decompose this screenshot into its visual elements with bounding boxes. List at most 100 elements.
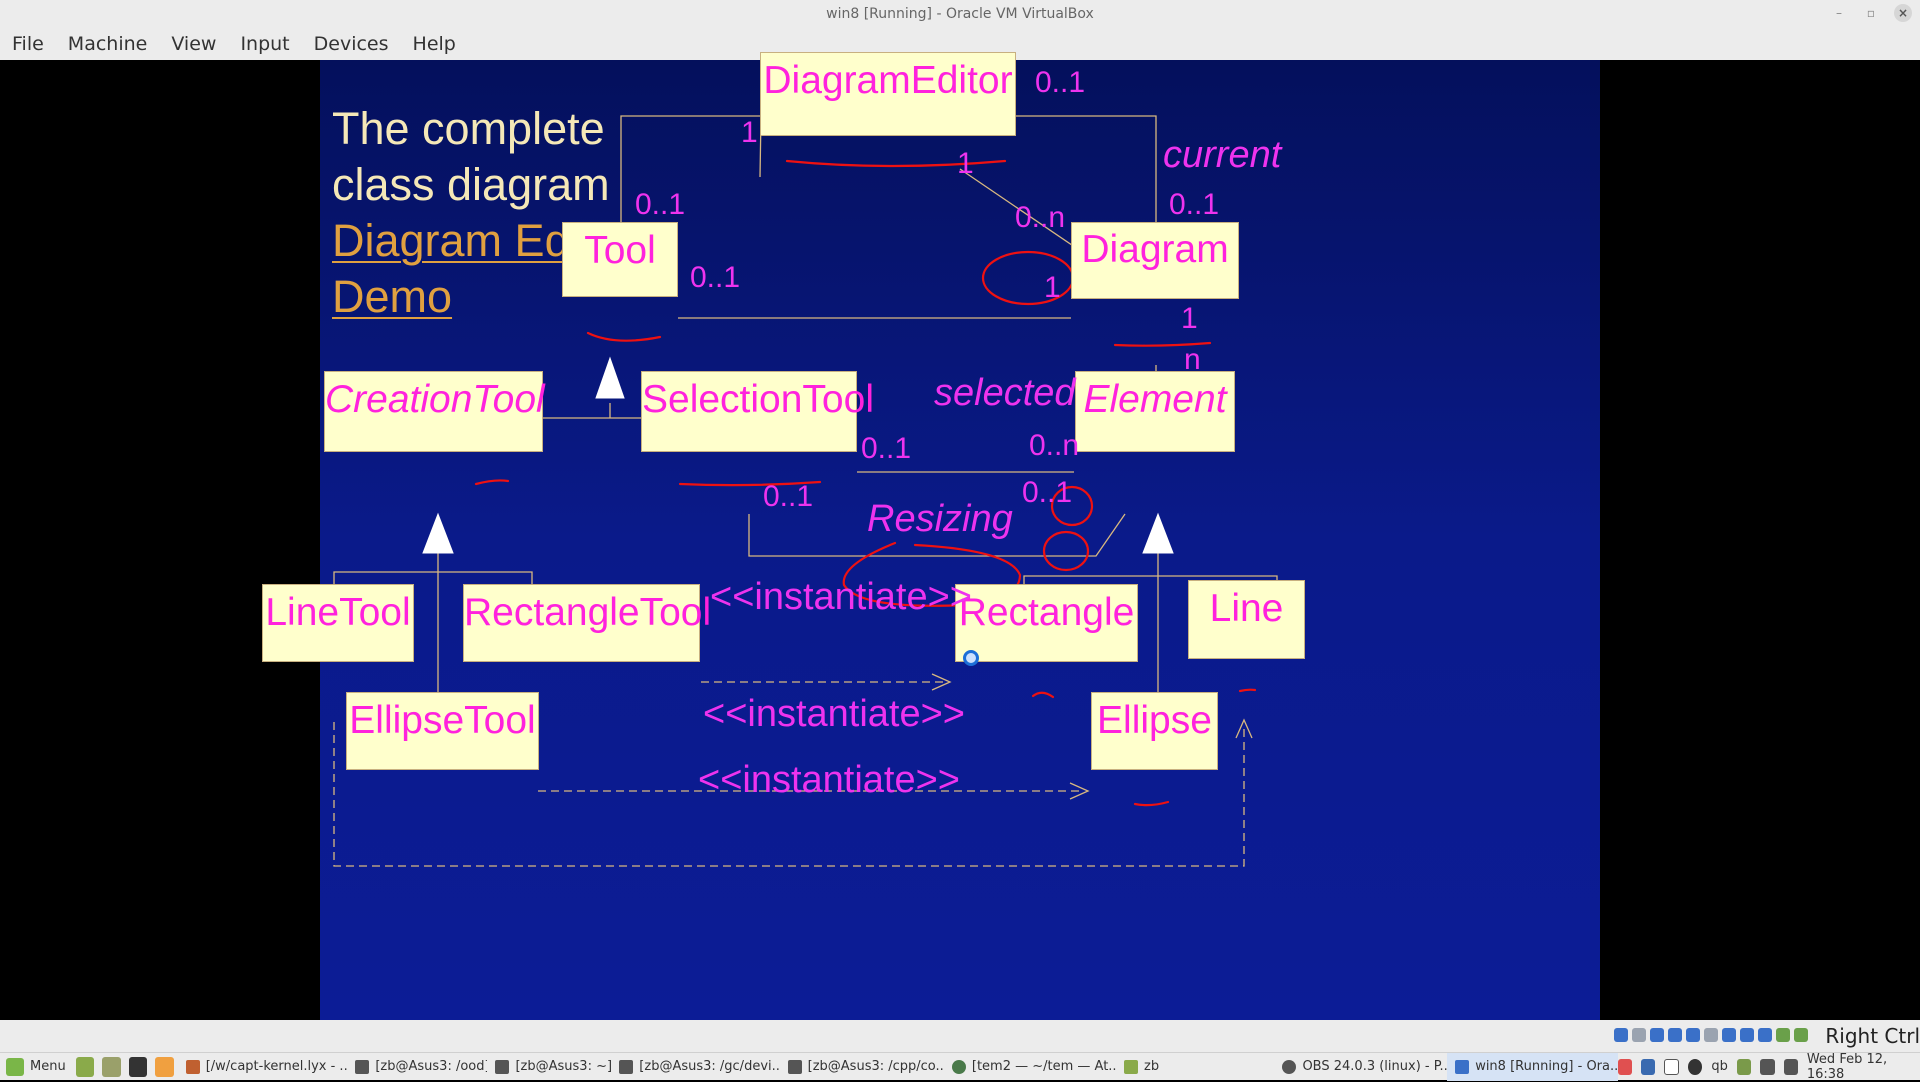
mult-diagram-top: 0..1: [1169, 188, 1220, 221]
demo-link[interactable]: Demo: [332, 271, 453, 322]
class-box-ellipse-tool: EllipseTool: [346, 692, 539, 770]
task-label: OBS 24.0.3 (linux) - P...: [1302, 1059, 1448, 1074]
keyboard-capture-icon[interactable]: [1794, 1028, 1808, 1042]
task-label: [zb@Asus3: /cpp/co...: [807, 1059, 944, 1074]
optical-drive-icon[interactable]: [1632, 1028, 1646, 1042]
mult-diagram-bottom: 1: [1181, 302, 1198, 335]
class-name: Diagram: [1081, 228, 1229, 271]
annot-underline-tool: [586, 331, 662, 342]
menu-machine[interactable]: Machine: [67, 33, 148, 55]
task-label: [zb@Asus3: /gc/devi...: [639, 1059, 780, 1074]
terminal-icon[interactable]: [128, 1056, 148, 1077]
obs-tray-icon[interactable]: [1688, 1058, 1703, 1075]
menu-view[interactable]: View: [171, 33, 217, 55]
task-terminal-cpp[interactable]: [zb@Asus3: /cpp/co...: [780, 1053, 944, 1081]
hard-disk-icon[interactable]: [1614, 1028, 1628, 1042]
menu-devices[interactable]: Devices: [313, 33, 389, 55]
obs-icon: [1282, 1059, 1297, 1074]
keyboard-layout-icon[interactable]: [1736, 1058, 1752, 1075]
menu-file[interactable]: File: [12, 33, 44, 55]
start-menu-button[interactable]: Menu: [0, 1057, 72, 1076]
window-titlebar: win8 [Running] - Oracle VM VirtualBox – …: [0, 0, 1920, 29]
display-icon[interactable]: [1722, 1028, 1736, 1042]
class-box-line-tool: LineTool: [262, 584, 414, 662]
assoc-editor-tool: [620, 115, 762, 269]
microphone-icon[interactable]: [1760, 1058, 1775, 1075]
dep-linetool-line: [333, 722, 1245, 867]
task-atom[interactable]: [tem2 — ~/tem — At...: [944, 1053, 1116, 1081]
annot-underline-line: [1238, 688, 1257, 693]
task-label: win8 [Running] - Ora...: [1475, 1059, 1618, 1074]
role-selected: selected: [934, 372, 1076, 414]
assoc-editor-diagram-current: [1016, 115, 1157, 270]
stereotype-instantiate-1: <<instantiate>>: [710, 576, 972, 618]
class-box-diagram: Diagram: [1071, 222, 1239, 299]
gen-triangle-element: [1142, 512, 1174, 554]
menu-input[interactable]: Input: [240, 33, 290, 55]
terminal-icon: [355, 1059, 370, 1074]
class-box-rectangle: Rectangle: [955, 584, 1138, 662]
usb-icon[interactable]: [1686, 1028, 1700, 1042]
heading-line-1: The complete: [332, 103, 605, 154]
menu-help[interactable]: Help: [412, 33, 456, 55]
class-name: DiagramEditor: [763, 59, 1013, 102]
class-name: LineTool: [265, 591, 411, 634]
mint-logo-icon: [6, 1057, 24, 1076]
class-box-diagram-editor: DiagramEditor: [760, 52, 1016, 136]
annot-underline-ellipse: [1133, 800, 1170, 807]
audio-icon[interactable]: [1650, 1028, 1664, 1042]
role-resizing: Resizing: [867, 498, 1013, 540]
shared-folders-icon[interactable]: [1704, 1028, 1718, 1042]
class-box-line: Line: [1188, 580, 1305, 659]
class-name: Ellipse: [1097, 699, 1212, 742]
class-box-ellipse: Ellipse: [1091, 692, 1218, 770]
task-lyx[interactable]: [/w/capt-kernel.lyx - ...: [178, 1053, 347, 1081]
task-terminal-ood[interactable]: [zb@Asus3: /ood]: [347, 1053, 487, 1081]
mult-selection-right: 0..1: [861, 432, 912, 465]
annot-circle-elem-01: [1042, 530, 1090, 572]
maximize-button[interactable]: ▫: [1866, 6, 1876, 20]
class-name: RectangleTool: [464, 591, 712, 634]
display-tray-icon[interactable]: [1664, 1058, 1680, 1075]
tray-app-icon[interactable]: [1617, 1058, 1633, 1075]
assoc-resizing: [748, 513, 1126, 557]
role-current: current: [1163, 134, 1282, 176]
volume-icon[interactable]: [1783, 1058, 1798, 1075]
mouse-integration-icon[interactable]: [1776, 1028, 1790, 1042]
annot-underline-diagram: [1113, 341, 1212, 347]
annot-underline-diagrameditor: [785, 159, 1007, 168]
task-obs[interactable]: OBS 24.0.3 (linux) - P...: [1274, 1053, 1447, 1081]
mult-editor-diag: 1: [957, 147, 974, 180]
task-label: zb: [1144, 1059, 1160, 1074]
minimize-button[interactable]: –: [1836, 6, 1842, 20]
presentation-slide: [320, 60, 1600, 1020]
clock[interactable]: Wed Feb 12, 16:38: [1806, 1051, 1888, 1082]
close-button[interactable]: ×: [1894, 4, 1912, 22]
task-label: [zb@Asus3: ~]: [515, 1059, 612, 1074]
mult-element-n: n: [1184, 343, 1201, 376]
file-manager-icon[interactable]: [102, 1056, 121, 1077]
app-launcher-icon[interactable]: [155, 1056, 174, 1077]
atom-icon: [951, 1059, 966, 1074]
tray-qb[interactable]: qb: [1711, 1059, 1728, 1074]
task-virtualbox[interactable]: win8 [Running] - Ora...: [1447, 1052, 1618, 1081]
class-name: SelectionTool: [642, 378, 874, 421]
heading-line-2: class diagram: [332, 159, 610, 210]
task-folder-zb[interactable]: zb: [1116, 1053, 1164, 1081]
slide-heading: The complete class diagram Diagram Edito…: [332, 101, 632, 325]
network-icon[interactable]: [1668, 1028, 1682, 1042]
class-name: Tool: [584, 229, 656, 272]
annot-underline-selection: [678, 480, 822, 487]
virtualbox-icon: [1455, 1059, 1470, 1074]
class-box-tool: Tool: [562, 222, 678, 297]
task-terminal-home[interactable]: [zb@Asus3: ~]: [487, 1053, 611, 1081]
window-controls: – ▫ ×: [1830, 4, 1912, 22]
task-terminal-gc[interactable]: [zb@Asus3: /gc/devi...: [611, 1053, 780, 1081]
virtualization-icon[interactable]: [1758, 1028, 1772, 1042]
mult-selection-bottom: 0..1: [763, 480, 814, 513]
recording-icon[interactable]: [1740, 1028, 1754, 1042]
shield-icon[interactable]: [1641, 1058, 1656, 1075]
folder-icon: [1124, 1059, 1138, 1074]
arrowhead-ellipse: [1069, 782, 1090, 800]
show-desktop-icon[interactable]: [75, 1056, 95, 1077]
